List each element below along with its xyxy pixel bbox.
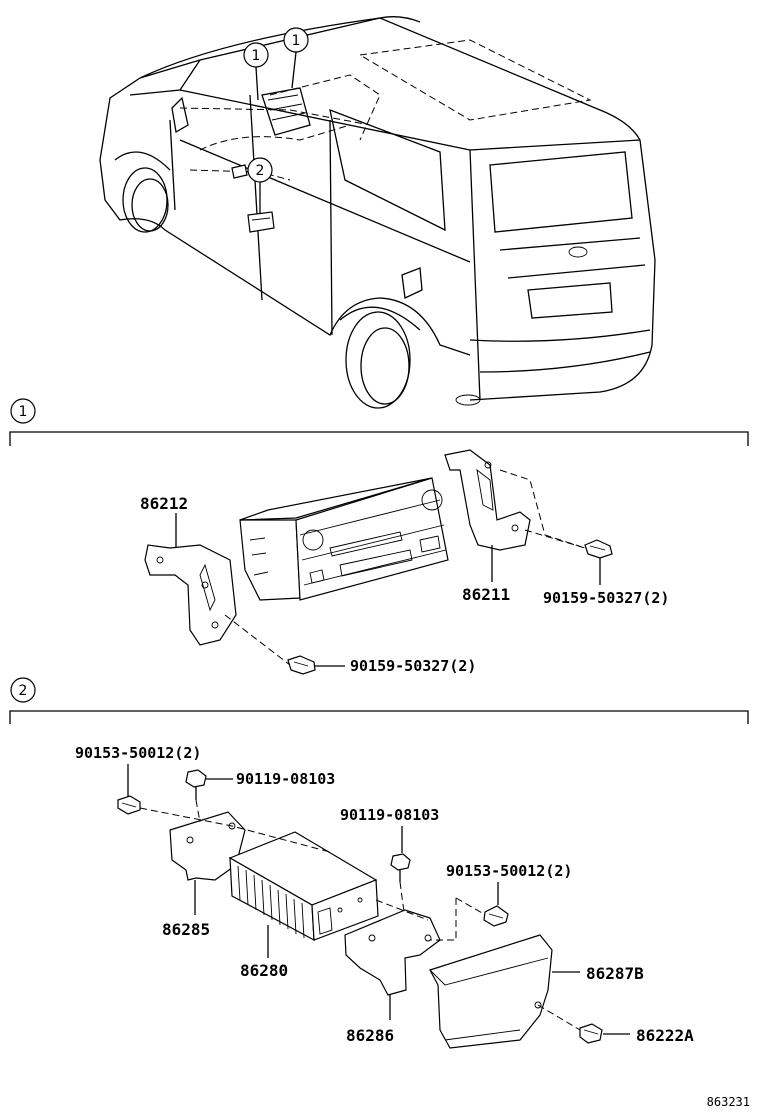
- section-2-marker: [10, 677, 36, 703]
- label-90153-left: 90153-50012(2): [75, 744, 201, 762]
- radio-head-unit: [239, 477, 449, 601]
- bolt-90159-left: [287, 655, 345, 675]
- label-90159-left: 90159-50327(2): [350, 657, 476, 675]
- callout-1a-marker: [243, 42, 269, 68]
- label-90153-right: 90153-50012(2): [446, 862, 572, 880]
- section-1-marker-label: 1: [19, 404, 28, 420]
- callout-2-marker: [247, 157, 273, 183]
- label-90159-right: 90159-50327(2): [543, 589, 669, 607]
- callout-1b-marker: [283, 27, 309, 53]
- label-86211: 86211: [462, 585, 510, 604]
- figure-code: 863231: [707, 1095, 750, 1109]
- clip-86222A: [579, 1023, 630, 1044]
- section-2-marker-label: 2: [19, 683, 28, 699]
- bracket-86212: [144, 513, 237, 646]
- bolt-90159-right: [584, 539, 613, 585]
- section-2: 2 90153-50012(2) 90119-08103 90119-08103…: [9, 677, 749, 1049]
- bolt-90119-mid: [390, 853, 411, 882]
- screw-90153-right: [483, 905, 509, 927]
- amplifier-86280: [228, 831, 379, 958]
- section-1-marker: [10, 398, 36, 424]
- label-90119-top: 90119-08103: [236, 770, 335, 788]
- bracket-86211: [444, 449, 531, 582]
- bracket-86286: [344, 909, 441, 1020]
- screw-90153-left: [117, 795, 141, 815]
- label-86222A: 86222A: [636, 1026, 694, 1045]
- callout-1b-label: 1: [292, 33, 301, 49]
- label-86287B: 86287B: [586, 964, 644, 983]
- bolt-90119-top: [185, 769, 207, 800]
- section-1-frame: [9, 431, 749, 446]
- label-86285: 86285: [162, 920, 210, 939]
- callout-2-label: 2: [256, 163, 265, 179]
- section-1: 1 86212: [9, 398, 749, 675]
- bracket-86285: [169, 811, 246, 915]
- label-86212: 86212: [140, 494, 188, 513]
- callout-1a-label: 1: [252, 48, 261, 64]
- cover-86287B: [429, 934, 580, 1049]
- section-2-frame: [9, 710, 749, 724]
- label-90119-mid: 90119-08103: [340, 806, 439, 824]
- label-86286: 86286: [346, 1026, 394, 1045]
- vehicle-illustration: 1 1 2: [99, 16, 656, 409]
- label-86280: 86280: [240, 961, 288, 980]
